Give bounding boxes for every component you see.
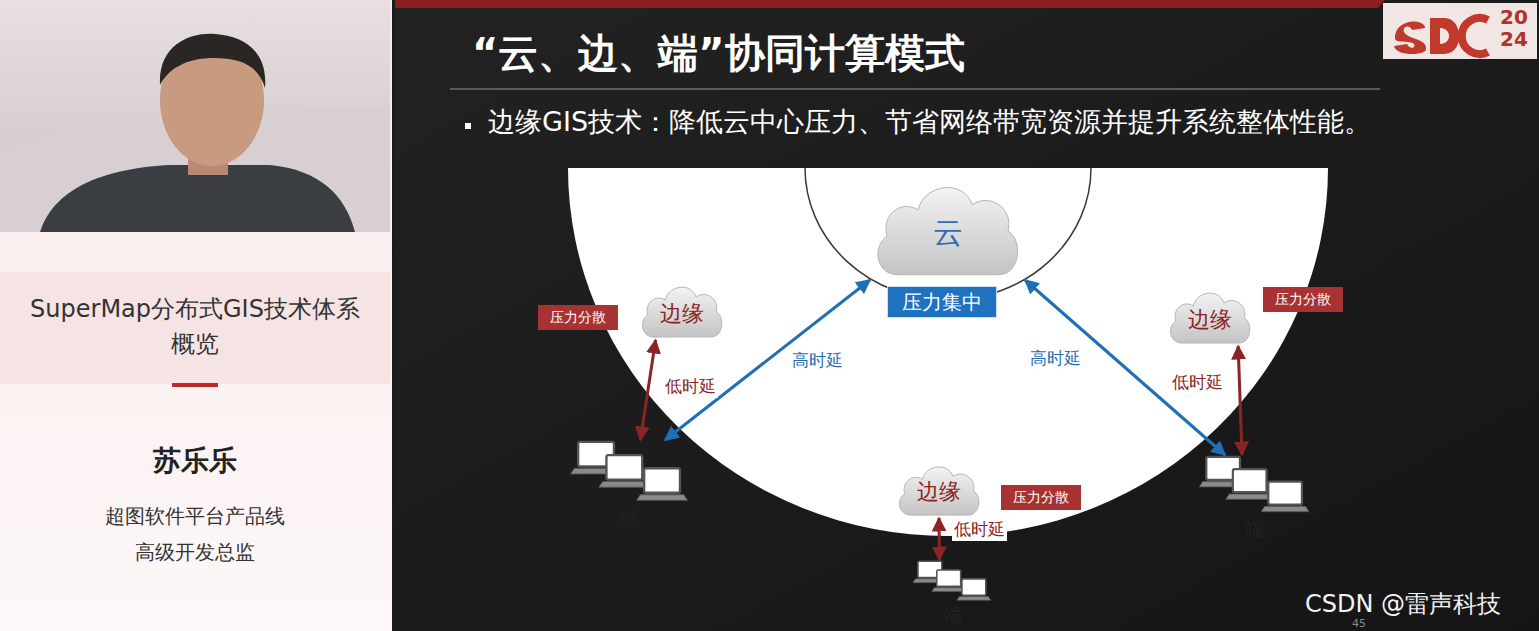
node-text: 边缘 — [660, 299, 704, 329]
page-number: 45 — [1352, 617, 1366, 630]
bullet-dot — [465, 123, 471, 129]
laptop-group — [913, 561, 991, 600]
edge-label: 高时延 — [1028, 347, 1083, 370]
logo-s — [1394, 21, 1426, 54]
speaker-role: 高级开发总监 — [0, 539, 390, 566]
laptop-screen — [644, 468, 680, 493]
terminal-text-wrap: 端 — [1190, 518, 1320, 540]
node-text: 端 — [565, 507, 695, 529]
bullet-text: 边缘GIS技术：降低云中心压力、节省网络带宽资源并提升系统整体性能。 — [488, 104, 1371, 140]
cloud-outline — [899, 467, 978, 515]
cloud-node: 边缘 — [1166, 286, 1254, 346]
node-text: 压力分散 — [550, 309, 606, 326]
talk-title: SuperMap分布式GIS技术体系概览 — [30, 292, 360, 362]
terminal-text-wrap: 端 — [565, 507, 695, 529]
logo-d — [1430, 18, 1459, 54]
connector — [938, 518, 941, 560]
slide-ground — [395, 0, 1539, 631]
edge-label: 低时延 — [952, 518, 1007, 541]
logo-c — [1462, 18, 1488, 54]
terminal-text-wrap: 端 — [880, 605, 1025, 626]
laptop-icons — [1190, 455, 1320, 517]
logo-ground — [1383, 3, 1537, 59]
node-text: 压力分散 — [1013, 489, 1069, 506]
laptop-base — [1261, 506, 1309, 511]
video-frame — [0, 0, 390, 232]
laptop-base — [957, 596, 991, 600]
edge-label: 低时延 — [1170, 371, 1225, 394]
cloud-outline — [642, 287, 721, 337]
title-rule — [450, 88, 1380, 90]
person-shirt — [40, 165, 355, 232]
terminal-group: 端 — [1190, 455, 1320, 545]
tag-box: 压力分散 — [1263, 287, 1343, 312]
connector — [1238, 346, 1242, 455]
network-region — [568, 168, 1328, 536]
cloud-outline — [1170, 293, 1249, 343]
cloud-outline — [878, 187, 1018, 274]
person-hair — [160, 34, 265, 88]
laptop-base — [932, 588, 966, 592]
speaker-name: 苏乐乐 — [0, 442, 390, 480]
cloud-node: 边缘 — [638, 280, 726, 340]
laptop-screen — [606, 455, 642, 480]
cloud-text-wrap: 边缘 — [1188, 297, 1232, 334]
node-text: 边缘 — [917, 477, 961, 507]
cloud-text-wrap: 云 — [933, 201, 963, 255]
node-text: 压力分散 — [1275, 291, 1331, 308]
tag-box: 压力分散 — [538, 305, 618, 330]
laptop-screen — [962, 579, 986, 595]
logo-year: 2024 — [1500, 6, 1531, 50]
laptop-screen — [937, 570, 961, 586]
laptop-group — [571, 442, 688, 500]
accent-line — [172, 383, 218, 387]
laptop-screen — [1268, 482, 1302, 505]
edge-label: 低时延 — [663, 375, 718, 398]
laptop-base — [599, 481, 650, 487]
watermark: CSDN @雷声科技 — [1305, 588, 1501, 620]
cloud-node: 云 — [870, 175, 1025, 280]
node-text: 云 — [933, 213, 963, 254]
tag-box: 压力分散 — [1001, 485, 1081, 510]
cloud-text-wrap: 边缘 — [660, 291, 704, 328]
cloud-node: 边缘 — [895, 460, 983, 518]
title-band — [0, 272, 390, 384]
cloud-region — [805, 168, 1091, 300]
node-text: 边缘 — [1188, 305, 1232, 335]
node-text: 压力集中 — [902, 290, 982, 314]
top-bar — [395, 0, 1385, 8]
laptop-base — [637, 495, 688, 501]
laptop-icons — [880, 560, 1025, 604]
connector — [640, 340, 655, 440]
laptop-group — [1199, 457, 1309, 512]
edge-label: 高时延 — [790, 349, 845, 372]
laptop-base — [1226, 494, 1274, 499]
laptop-icons — [565, 440, 695, 506]
terminal-group: 端 — [880, 560, 1025, 629]
speaker-org: 超图软件平台产品线 — [0, 503, 390, 530]
slide-title: “云、边、端”协同计算模式 — [472, 26, 965, 81]
node-text: 端 — [1190, 518, 1320, 540]
tag-box: 压力集中 — [887, 286, 997, 318]
cloud-text-wrap: 边缘 — [917, 471, 961, 508]
side-panel — [0, 0, 392, 631]
terminal-group: 端 — [565, 440, 695, 535]
node-text: 端 — [880, 605, 1025, 626]
laptop-screen — [1233, 469, 1267, 492]
